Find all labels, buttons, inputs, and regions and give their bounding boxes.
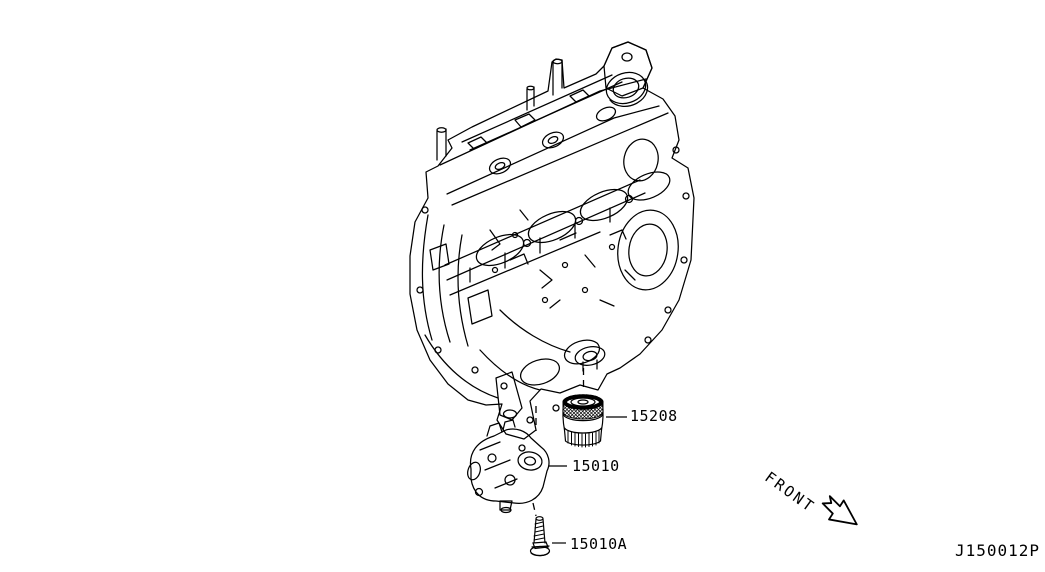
label-leader-lines (549, 416, 627, 544)
front-direction-arrow (821, 495, 858, 526)
diagram-reference-code: J150012P (955, 541, 1041, 560)
oil-pump-illustration[interactable] (466, 419, 550, 514)
part-label-oil-pump[interactable]: 15010 (572, 457, 620, 475)
part-label-oil-filter[interactable]: 15208 (630, 407, 678, 425)
oil-filter-illustration[interactable] (562, 394, 604, 448)
oil-pump-bolt-illustration[interactable] (529, 516, 551, 557)
part-label-oil-pump-bolt[interactable]: 15010A (570, 535, 628, 553)
assembly-dashed-leaders (532, 368, 585, 517)
engine-block-illustration (409, 41, 695, 440)
